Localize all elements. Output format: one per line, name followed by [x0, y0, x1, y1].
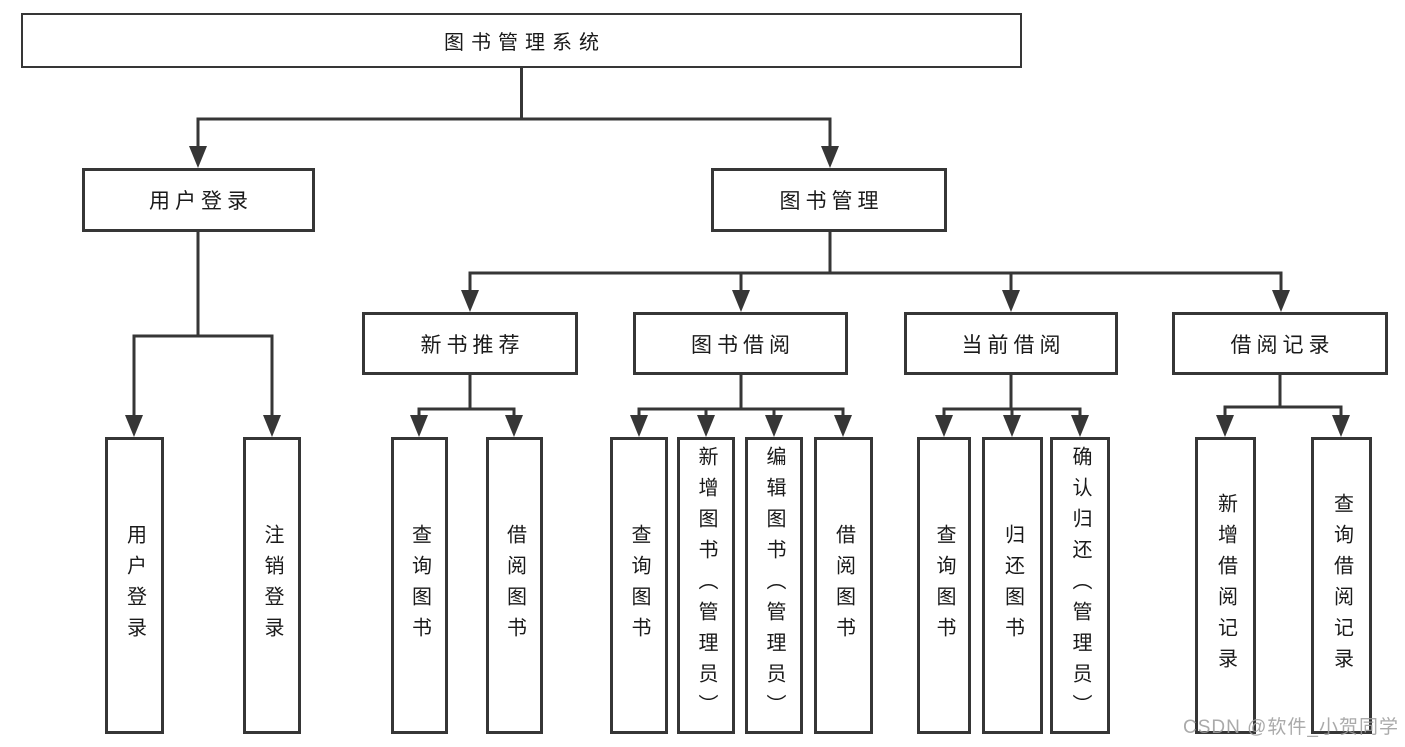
leaf-label: 查询图书	[933, 523, 955, 648]
leaf-label: 注销登录	[261, 523, 283, 648]
node-label: 图书借阅	[691, 333, 795, 357]
arrowhead-down-icon	[1332, 415, 1350, 437]
arrowhead-down-icon	[125, 415, 143, 437]
connector-book-management-children	[461, 230, 1290, 312]
connector-root-to-level2	[189, 66, 839, 168]
node-label: 用户登录	[149, 190, 253, 213]
csdn-watermark: CSDN @软件_小贺同学	[1183, 717, 1399, 738]
node-user-login: 用户登录	[82, 168, 315, 232]
leaf-borrow-book-newbook: 借阅图书	[486, 437, 543, 734]
node-current-borrow: 当前借阅	[904, 312, 1118, 375]
leaf-return-book: 归还图书	[982, 437, 1043, 734]
leaf-confirm-return-admin: 确认归还（管理员）	[1050, 437, 1110, 734]
leaf-add-borrow-record: 新增借阅记录	[1195, 437, 1256, 734]
connector-user-login-children	[125, 229, 281, 437]
arrowhead-down-icon	[410, 415, 428, 437]
leaf-label: 编辑图书（管理员）	[763, 446, 785, 725]
arrowhead-down-icon	[630, 415, 648, 437]
leaf-label: 借阅图书	[503, 523, 526, 648]
node-book-management: 图书管理	[711, 168, 947, 232]
arrowhead-down-icon	[263, 415, 281, 437]
leaf-user-login: 用户登录	[105, 437, 164, 734]
arrowhead-down-icon	[834, 415, 852, 437]
leaf-label: 查询借阅记录	[1330, 492, 1353, 679]
arrowhead-down-icon	[1071, 415, 1089, 437]
leaf-label: 归还图书	[1001, 523, 1024, 648]
leaf-label: 确认归还（管理员）	[1069, 446, 1091, 725]
connector-borrow-records-children	[1216, 374, 1350, 437]
node-label: 当前借阅	[961, 333, 1066, 357]
arrowhead-down-icon	[697, 415, 715, 437]
leaf-query-book-current: 查询图书	[917, 437, 971, 734]
arrowhead-down-icon	[732, 290, 750, 312]
arrowhead-down-icon	[1272, 290, 1290, 312]
leaf-label: 新增借阅记录	[1214, 492, 1237, 679]
leaf-borrow-book-borrow: 借阅图书	[814, 437, 873, 734]
leaf-label: 查询图书	[408, 523, 431, 648]
connector-path	[1223, 374, 1343, 418]
arrowhead-down-icon	[821, 146, 839, 168]
arrowhead-down-icon	[1003, 415, 1021, 437]
connector-path	[196, 66, 832, 149]
node-borrow-records: 借阅记录	[1172, 312, 1388, 375]
node-label: 新书推荐	[420, 333, 525, 357]
arrowhead-down-icon	[505, 415, 523, 437]
node-label: 图书管理系统	[444, 32, 606, 54]
leaf-query-book-borrow: 查询图书	[610, 437, 668, 734]
connector-path	[417, 373, 516, 418]
node-book-borrow: 图书借阅	[633, 312, 848, 375]
leaf-edit-book-admin: 编辑图书（管理员）	[745, 437, 803, 734]
leaf-label: 新增图书（管理员）	[695, 446, 717, 725]
node-label: 图书管理	[779, 190, 884, 213]
arrowhead-down-icon	[1216, 415, 1234, 437]
connector-path	[637, 373, 845, 418]
leaf-label: 查询图书	[628, 523, 650, 648]
node-library-system: 图书管理系统	[21, 13, 1022, 68]
leaf-logout: 注销登录	[243, 437, 301, 734]
connector-path	[942, 373, 1082, 418]
arrowhead-down-icon	[935, 415, 953, 437]
leaf-query-borrow-record: 查询借阅记录	[1311, 437, 1372, 734]
connector-path	[132, 229, 274, 418]
connector-book-borrow-children	[630, 373, 852, 437]
node-label: 借阅记录	[1230, 333, 1335, 357]
node-new-book-recommend: 新书推荐	[362, 312, 578, 375]
leaf-add-book-admin: 新增图书（管理员）	[677, 437, 735, 734]
leaf-label: 用户登录	[123, 523, 146, 648]
arrowhead-down-icon	[765, 415, 783, 437]
connector-new-book-children	[410, 373, 523, 437]
connector-current-borrow-children	[935, 373, 1089, 437]
arrowhead-down-icon	[461, 290, 479, 312]
arrowhead-down-icon	[1002, 290, 1020, 312]
leaf-label: 借阅图书	[832, 523, 855, 648]
connector-path	[468, 230, 1283, 293]
leaf-query-book-newbook: 查询图书	[391, 437, 448, 734]
arrowhead-down-icon	[189, 146, 207, 168]
